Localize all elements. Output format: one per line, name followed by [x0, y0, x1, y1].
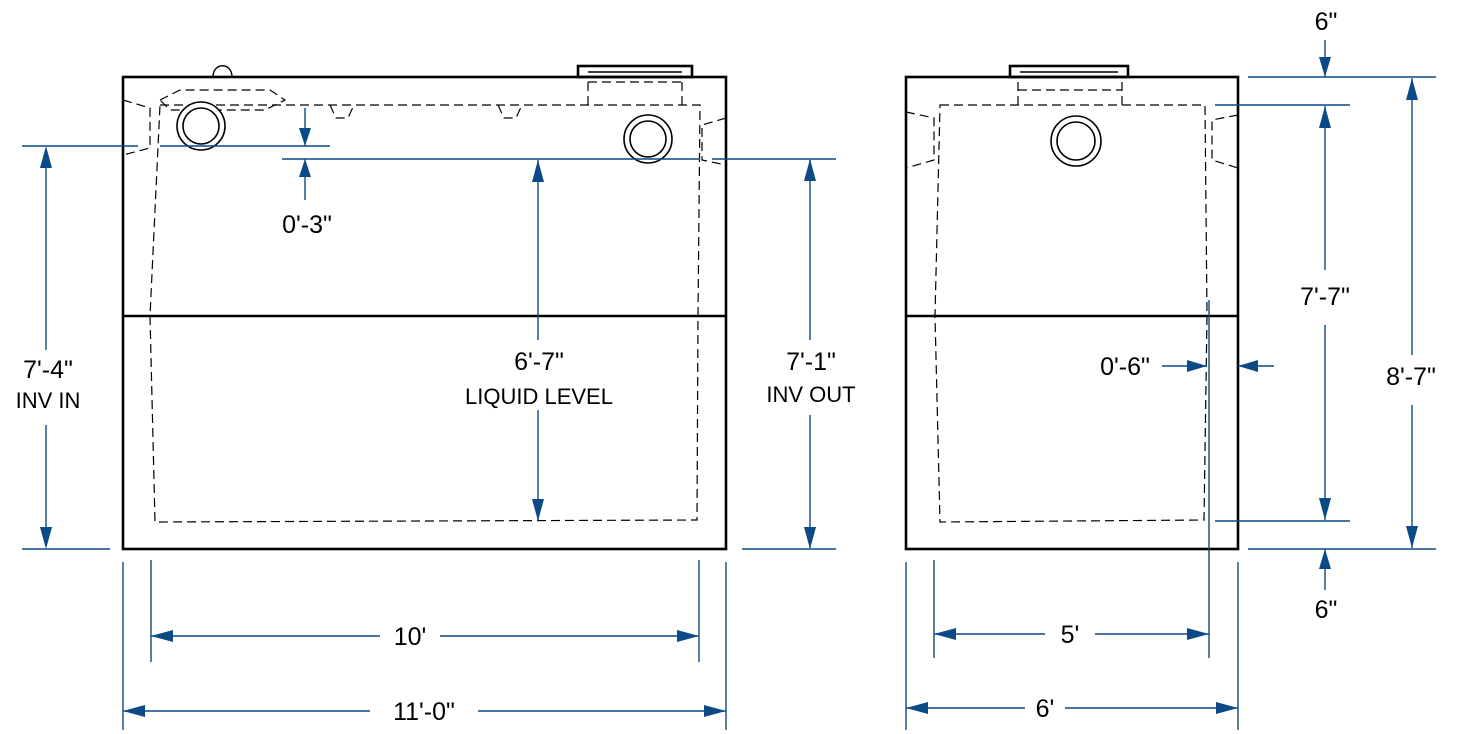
end-wall-pocket-right [1211, 114, 1239, 169]
dim-arrow [299, 159, 311, 177]
dim-arrow [804, 527, 816, 549]
dim-arrow [1216, 702, 1238, 714]
inner-length-value: 10' [394, 623, 427, 651]
dim-arrow [1406, 526, 1418, 548]
side-wall-pocket-right [701, 117, 727, 166]
top-wall-value: 6" [1315, 8, 1338, 36]
dim-arrow [934, 628, 956, 640]
dim-arrow [40, 527, 52, 549]
outlet-invert-value: 7'-1" [786, 348, 836, 376]
side-inlet-pipe-inner [182, 107, 220, 145]
dim-arrow [532, 160, 544, 182]
inner-width-value: 5' [1061, 621, 1080, 649]
dim-arrow [704, 705, 726, 717]
outer-width-value: 6' [1036, 695, 1055, 723]
end-riser-dashed [1017, 82, 1123, 105]
side-baffle-notch-left [329, 104, 355, 119]
dim-arrow [40, 146, 52, 168]
side-inlet-fitting [158, 89, 287, 111]
outer-length-value: 11'-0" [393, 698, 455, 726]
dim-arrow [1319, 57, 1331, 77]
end-inner-profile [934, 104, 1208, 523]
outer-height-value: 8'-7" [1386, 363, 1436, 391]
side-outlet-pipe-inner [629, 120, 667, 158]
dim-arrow [677, 630, 699, 642]
end-pipe-inner [1056, 121, 1096, 161]
dim-arrow [299, 128, 311, 146]
dim-arrow [1238, 360, 1258, 372]
dim-arrow [1406, 78, 1418, 100]
dim-arrow [123, 705, 145, 717]
dim-arrow [532, 499, 544, 521]
side-riser-dashed [587, 81, 683, 105]
dim-arrow [1319, 106, 1331, 128]
side-tank-outline [121, 75, 728, 551]
dim-arrow [1187, 628, 1209, 640]
end-wall-pocket-left [905, 111, 935, 169]
side-inner-profile [149, 104, 701, 523]
side-wall-pocket-left [122, 99, 151, 156]
dim-arrow [804, 159, 816, 181]
liquid-level-value: 6'-7" [514, 348, 564, 376]
inlet-invert-value: 7'-4" [23, 356, 73, 384]
bottom-wall-value: 6" [1315, 596, 1338, 624]
side-view: 7'-4" INV IN 0'-3" 6'-7" LIQUID LEVEL 7'… [16, 64, 856, 730]
side-riser-lid [576, 64, 694, 79]
liquid-level-label: LIQUID LEVEL [465, 384, 613, 409]
end-view: 6" 7'-7" 8'-7" 6" 0'-6" 5' [904, 8, 1436, 730]
side-baffle-notch-right [497, 104, 523, 119]
wall-thickness-value: 0'-6" [1100, 353, 1150, 381]
pipe-offset-value: 0'-3" [282, 211, 332, 239]
side-lift-hook [212, 65, 233, 78]
outlet-invert-label: INV OUT [766, 382, 855, 407]
dim-arrow [1187, 360, 1207, 372]
dim-arrow [1319, 549, 1331, 569]
dim-arrow [151, 630, 173, 642]
end-riser-lid [1008, 64, 1130, 79]
inner-height-value: 7'-7" [1300, 283, 1350, 311]
dim-arrow [906, 702, 928, 714]
dim-arrow [1319, 498, 1331, 520]
inlet-invert-label: INV IN [16, 388, 81, 413]
